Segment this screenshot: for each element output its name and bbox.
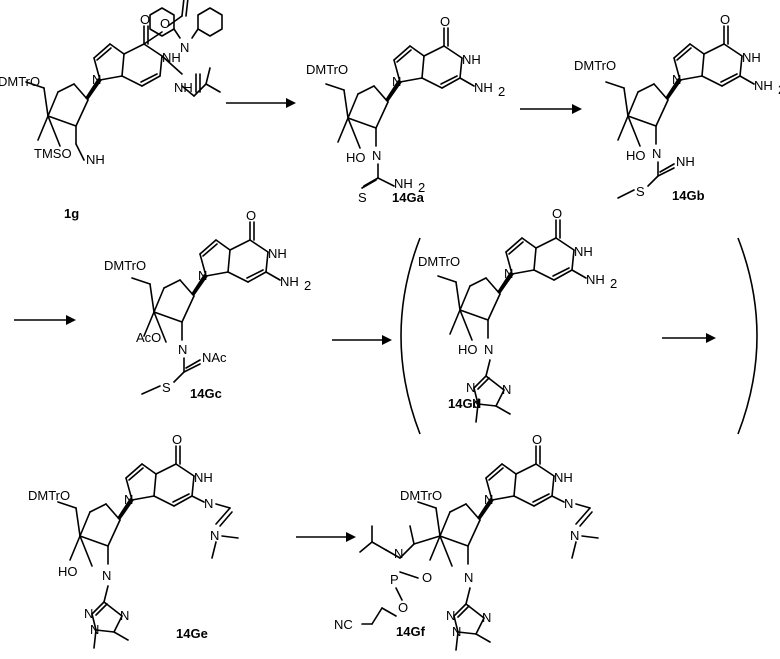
svg-text:HO: HO	[58, 564, 78, 579]
compound-label-14Gb: 14Gb	[672, 188, 705, 203]
compound-label-1g: 1g	[64, 206, 79, 221]
svg-text:N: N	[484, 342, 493, 357]
svg-text:HO: HO	[458, 342, 478, 357]
svg-text:O: O	[398, 600, 408, 615]
svg-text:NH: NH	[676, 154, 695, 169]
svg-text:TMSO: TMSO	[34, 146, 72, 161]
compound-label-14Gf: 14Gf	[396, 624, 426, 639]
compound-label-14Gd: 14Gd	[448, 396, 481, 411]
svg-text:NH: NH	[174, 80, 193, 95]
svg-text:HO: HO	[626, 148, 646, 163]
arrow-14Ge-to-14Gf	[296, 532, 356, 542]
svg-text:DMTrO: DMTrO	[104, 258, 146, 273]
compound-label-14Gc: 14Gc	[190, 386, 222, 401]
compound-14Ge: N N DMTrO HO N	[28, 432, 238, 648]
arrow-14Ga-to-14Gb	[520, 104, 582, 114]
svg-text:N: N	[652, 146, 661, 161]
arrow-to-14Gc	[14, 315, 76, 325]
svg-text:O: O	[422, 570, 432, 585]
svg-text:DMTrO: DMTrO	[574, 58, 616, 73]
compound-14Gb: NH 2 DMTrO HO N NH S	[574, 12, 780, 199]
svg-text:HO: HO	[346, 150, 366, 165]
svg-text:N: N	[570, 528, 579, 543]
svg-text:P: P	[390, 572, 399, 587]
svg-text:S: S	[162, 380, 171, 395]
svg-text:2: 2	[304, 278, 311, 293]
compound-label-14Ge: 14Ge	[176, 626, 208, 641]
svg-text:NH: NH	[754, 78, 773, 93]
svg-text:O: O	[160, 16, 170, 31]
svg-text:N: N	[180, 40, 189, 55]
svg-text:N: N	[204, 496, 213, 511]
compound-label-14Ga: 14Ga	[392, 190, 425, 205]
svg-text:N: N	[464, 570, 473, 585]
svg-text:N: N	[394, 546, 403, 561]
svg-text:NC: NC	[334, 617, 353, 632]
svg-text:2: 2	[610, 276, 617, 291]
svg-text:N: N	[102, 568, 111, 583]
svg-text:AcO: AcO	[136, 330, 161, 345]
svg-text:NAc: NAc	[202, 350, 227, 365]
compound-14Gf: N N DMTrO N O P O N NC	[334, 432, 598, 650]
svg-text:DMTrO: DMTrO	[0, 74, 40, 89]
right-parenthesis	[738, 238, 757, 434]
svg-text:N: N	[178, 342, 187, 357]
compound-14Ga: NH 2 DMTrO HO N NH 2 S	[306, 14, 505, 205]
arrow-14Gc-to-14Gd	[332, 335, 392, 345]
svg-text:N: N	[372, 148, 381, 163]
svg-text:S: S	[636, 184, 645, 199]
svg-text:2: 2	[498, 84, 505, 99]
compound-14Gc: NH 2 DMTrO AcO N NAc S	[104, 208, 311, 395]
svg-text:DMTrO: DMTrO	[306, 62, 348, 77]
arrow-1g-to-14Ga	[226, 98, 296, 108]
svg-text:NH: NH	[86, 152, 105, 167]
svg-text:NH: NH	[394, 176, 413, 191]
svg-text:NH: NH	[280, 274, 299, 289]
svg-text:DMTrO: DMTrO	[28, 488, 70, 503]
svg-text:S: S	[358, 190, 367, 205]
svg-text:DMTrO: DMTrO	[418, 254, 460, 269]
compound-1g: O NH TMSO NH DMTrO	[0, 0, 220, 167]
compound-14Gd: NH 2 DMTrO HO N	[418, 206, 617, 422]
svg-text:NH: NH	[586, 272, 605, 287]
svg-text:N: N	[210, 528, 219, 543]
svg-text:DMTrO: DMTrO	[400, 488, 442, 503]
svg-text:NH: NH	[474, 80, 493, 95]
svg-text:N: N	[564, 496, 573, 511]
arrow-14Gd-onward	[662, 333, 716, 343]
